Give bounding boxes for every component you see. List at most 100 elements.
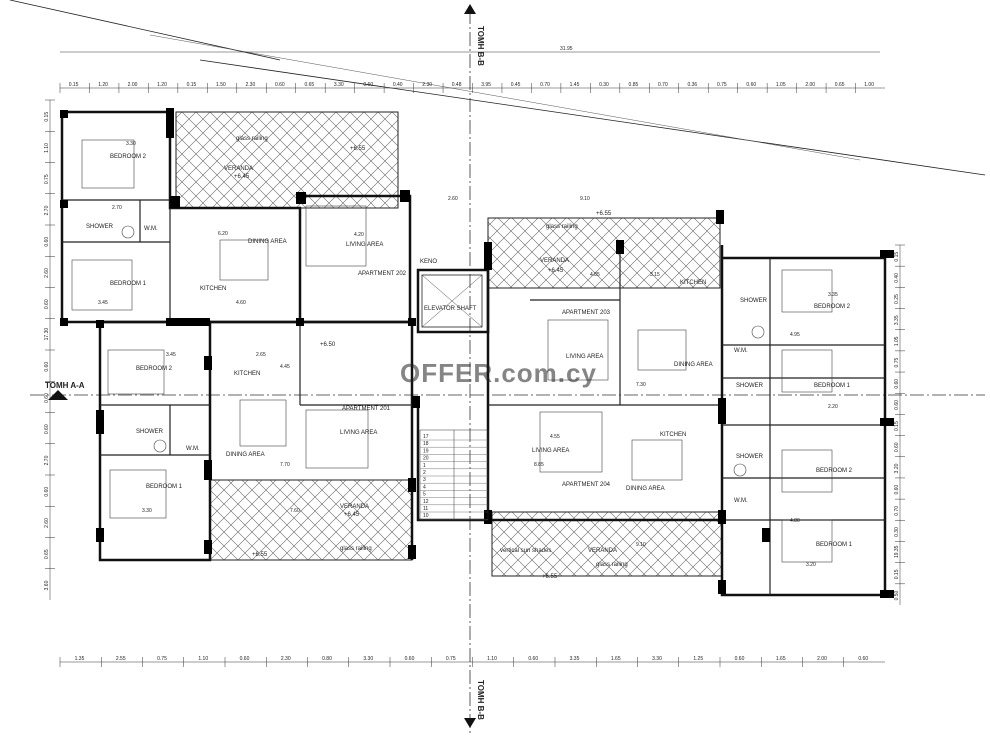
dimension-label: 1.50: [216, 82, 226, 88]
room-label: DINING AREA: [248, 239, 287, 245]
dimension-label: 1.05: [894, 336, 900, 346]
dimension-label: 0.60: [240, 656, 250, 662]
dimension-label: 0.85: [629, 82, 639, 88]
room-label: BEDROOM 1: [146, 484, 183, 490]
dimension-label: 1.20: [157, 82, 167, 88]
room-dimension: 6.20: [218, 231, 228, 237]
room-dimension: 4.45: [280, 364, 290, 370]
dimension-label: 0.70: [894, 506, 900, 516]
veranda-b: [209, 479, 413, 561]
dimension-label: 17.30: [44, 328, 50, 341]
dimension-label: 3.30: [652, 656, 662, 662]
veranda-d: [491, 511, 723, 577]
room-dimension: 2.65: [256, 352, 266, 358]
room-dimension: 3.30: [142, 508, 152, 514]
dimension-label: 0.75: [446, 656, 456, 662]
dimension-label: 0.60: [894, 442, 900, 452]
section-label-bb-bottom: TOMH B-B: [476, 680, 485, 720]
room-dimension: 3.45: [166, 352, 176, 358]
room-label: LIVING AREA: [566, 354, 603, 360]
room-label: BEDROOM 2: [816, 468, 853, 474]
dimension-label: 0.25: [894, 294, 900, 304]
room-label: LIVING AREA: [340, 430, 377, 436]
room-dimension: 3.30: [126, 141, 136, 147]
room-label: glass railing: [546, 224, 578, 230]
dimension-label: 0.60: [44, 362, 50, 372]
level-mark: +6.55: [350, 146, 366, 152]
dimension-label: 0.60: [894, 379, 900, 389]
section-label-aa: TOMH A-A: [45, 381, 85, 390]
elevator-shaft: [421, 274, 483, 328]
stair-number: 2: [423, 470, 426, 476]
section-arrow-top: [464, 4, 476, 14]
room-label: BEDROOM 2: [136, 366, 173, 372]
watermark: OFFER.com.cy: [400, 358, 597, 388]
room-label: APARTMENT 203: [562, 310, 611, 316]
veranda-c: [487, 217, 721, 289]
dimension-label: 0.80: [322, 656, 332, 662]
dimension-label: 3.35: [894, 315, 900, 325]
right-dimension-chain: 0.150.400.253.351.050.750.600.600.150.60…: [894, 244, 905, 605]
room-label: BEDROOM 1: [814, 383, 851, 389]
dimension-label: 0.30: [894, 527, 900, 537]
room-dimension: 4.85: [590, 272, 600, 278]
dimension-label: 1.05: [776, 82, 786, 88]
room-label: DINING AREA: [674, 362, 713, 368]
room-dimension: 3.20: [806, 562, 816, 568]
stair-number: 1: [423, 463, 426, 469]
dimension-label: 0.60: [44, 237, 50, 247]
stair-number: 10: [423, 513, 429, 519]
dimension-label: 0.60: [405, 656, 415, 662]
stair-number: 19: [423, 448, 429, 454]
dimension-label: 2.55: [116, 656, 126, 662]
room-label: BEDROOM 2: [814, 304, 851, 310]
room-dimension: 4.55: [550, 434, 560, 440]
dimension-label: 1.10: [44, 143, 50, 153]
level-mark: +6.45: [344, 512, 360, 518]
room-dimension: 9.10: [636, 542, 646, 548]
dimension-label: 2.30: [246, 82, 256, 88]
level-mark: +6.55: [252, 552, 268, 558]
overall-dimension: 31.95: [560, 46, 573, 52]
dimension-label: 0.60: [44, 393, 50, 403]
dimension-label: 1.10: [198, 656, 208, 662]
dimension-label: 0.40: [894, 273, 900, 283]
room-dimension: 7.30: [636, 382, 646, 388]
section-arrow-bottom: [464, 718, 476, 728]
room-dimension: 8.85: [534, 462, 544, 468]
room-dimension: 2.60: [448, 196, 458, 202]
room-dimension: 4.80: [790, 518, 800, 524]
dimension-label: 1.65: [611, 656, 621, 662]
dimension-label: 0.15: [187, 82, 197, 88]
level-mark: +6.55: [542, 574, 558, 580]
room-label: SHOWER: [736, 454, 764, 460]
dimension-label: 0.70: [658, 82, 668, 88]
section-arrow-left: [48, 390, 68, 400]
stair-number: 12: [423, 499, 429, 505]
stair-number: 4: [423, 484, 426, 490]
dimension-label: 2.70: [44, 455, 50, 465]
room-dimension: 9.10: [580, 196, 590, 202]
dimension-label: 0.70: [540, 82, 550, 88]
room-label: DINING AREA: [626, 486, 665, 492]
dimension-label: 0.30: [599, 82, 609, 88]
stairs: [419, 429, 489, 521]
room-dimension: 4.60: [236, 300, 246, 306]
dimension-label: 0.65: [304, 82, 314, 88]
dimension-label: 3.30: [363, 656, 373, 662]
dimension-label: 0.60: [275, 82, 285, 88]
room-label: W.M.: [144, 226, 158, 232]
room-label: glass railing: [596, 562, 628, 568]
boundary-line: [199, 59, 986, 176]
room-label: KITCHEN: [680, 280, 706, 286]
columns: [60, 108, 894, 598]
room-label: vertical sun shades: [500, 548, 551, 554]
dimension-label: 2.60: [44, 518, 50, 528]
dimension-label: 2.70: [44, 205, 50, 215]
room-dimension: 4.20: [354, 232, 364, 238]
dimension-label: 2.00: [128, 82, 138, 88]
room-dimension: 3.45: [98, 300, 108, 306]
room-label: APARTMENT 202: [358, 271, 407, 277]
